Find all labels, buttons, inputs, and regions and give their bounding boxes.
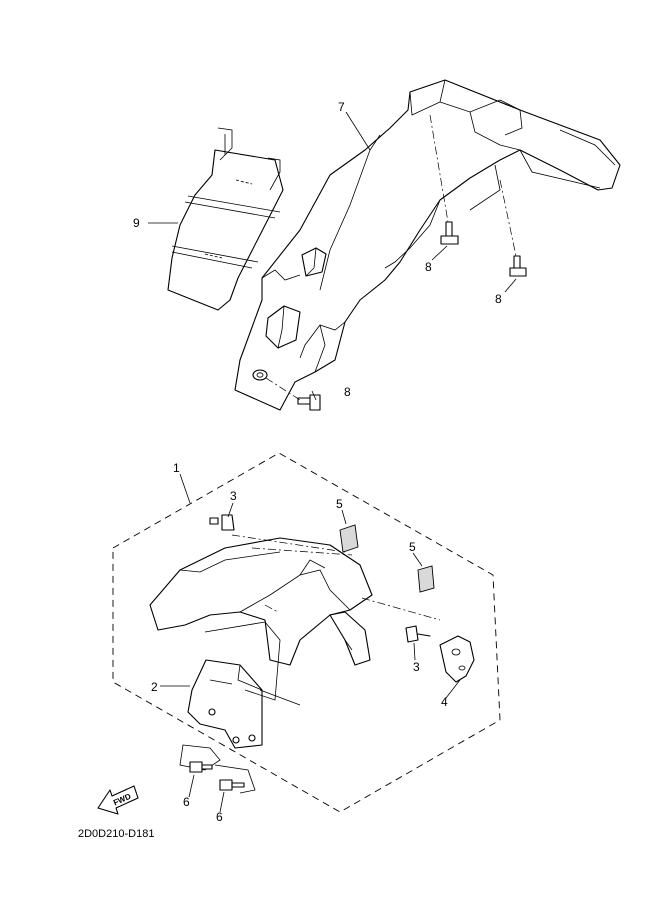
callout-5: 5: [336, 497, 343, 511]
callout-8: 8: [425, 260, 432, 274]
callout-6: 6: [183, 795, 190, 809]
bolt-upper-left: [440, 221, 459, 245]
callout-4: 4: [441, 695, 448, 709]
callout-3: 3: [413, 660, 420, 674]
callout-8: 8: [495, 292, 502, 306]
assembly-boundary: [112, 452, 501, 813]
leader-lines: [148, 111, 517, 813]
callout-5: 5: [409, 540, 416, 554]
callout-8: 8: [344, 385, 351, 399]
bolt-upper-right: [509, 255, 527, 277]
callout-2: 2: [151, 680, 158, 694]
rear-fender: [234, 79, 621, 411]
front-fender-group: [112, 452, 501, 813]
bolt-lower: [297, 394, 321, 411]
callout-1: 1: [173, 461, 180, 475]
callout-7: 7: [338, 100, 345, 114]
callout-9: 9: [133, 216, 140, 230]
fwd-arrow-icon: FWD: [97, 785, 139, 815]
callout-6: 6: [216, 810, 223, 824]
callout-3: 3: [230, 489, 237, 503]
mud-flap: [167, 127, 284, 311]
diagram-code: 2D0D210-D181: [78, 828, 154, 840]
